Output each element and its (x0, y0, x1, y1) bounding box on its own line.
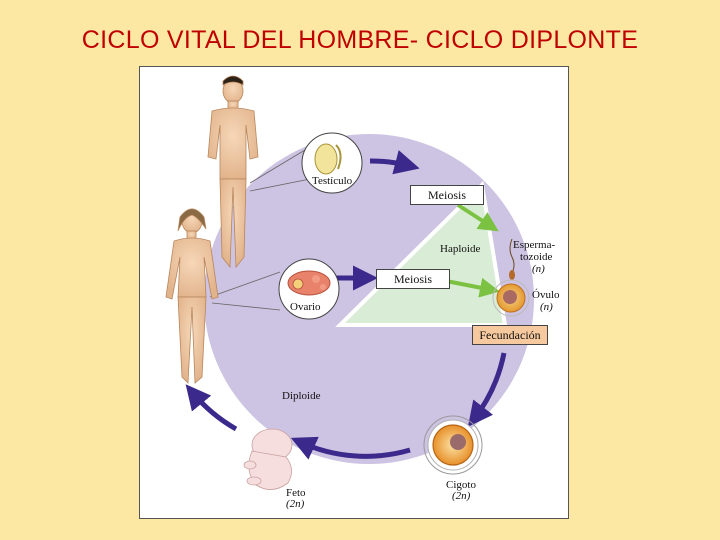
fetus-label: Feto (286, 487, 306, 499)
egg-cell (492, 279, 530, 317)
ovary-bubble (278, 258, 340, 320)
sperm-cell (509, 238, 515, 280)
diploid-label: Diploide (282, 390, 321, 402)
ovary-leader-bottom (211, 302, 281, 311)
haploid-region (335, 180, 508, 327)
testis-label: Testículo (312, 175, 353, 187)
female-figure (165, 208, 219, 384)
zygote-label: Cigoto (446, 479, 476, 491)
sperm-label-2: tozoide (520, 251, 553, 263)
cycle-arrow-testis (369, 150, 420, 175)
haploid-label: Haploide (440, 243, 481, 255)
sperm-label-1: Esperma- (513, 239, 556, 251)
cycle-arrow-fetus (185, 384, 238, 432)
zygote-cell (423, 415, 483, 475)
fetus-figure (243, 428, 293, 490)
male-figure (207, 75, 259, 269)
meiosis-top-box: Meiosis (410, 185, 484, 205)
meiosis-mid-box: Meiosis (376, 269, 450, 289)
egg-label: Óvulo (532, 289, 560, 301)
testis-bubble (301, 132, 363, 194)
cycle-arrow-zygote (290, 436, 411, 460)
testis-leader-top (249, 146, 311, 184)
life-cycle-figure: Testículo Ovario Meiosis Meiosis Haploid… (139, 66, 569, 519)
egg-ploidy: (n) (540, 301, 553, 313)
sperm-ploidy: (n) (532, 263, 545, 275)
life-cycle-diagram (165, 75, 534, 490)
zygote-ploidy: (2n) (452, 490, 471, 502)
fetus-ploidy: (2n) (286, 498, 305, 510)
ovary-leader-top (209, 271, 281, 298)
slide-title: CICLO VITAL DEL HOMBRE- CICLO DIPLONTE (81, 26, 639, 54)
ovary-label: Ovario (290, 301, 321, 313)
cycle-arrow-fertilization (467, 352, 507, 427)
meiosis-arrow-sperm (456, 203, 499, 232)
testis-leader-bottom (249, 178, 311, 192)
fertilization-box: Fecundación (472, 325, 548, 345)
